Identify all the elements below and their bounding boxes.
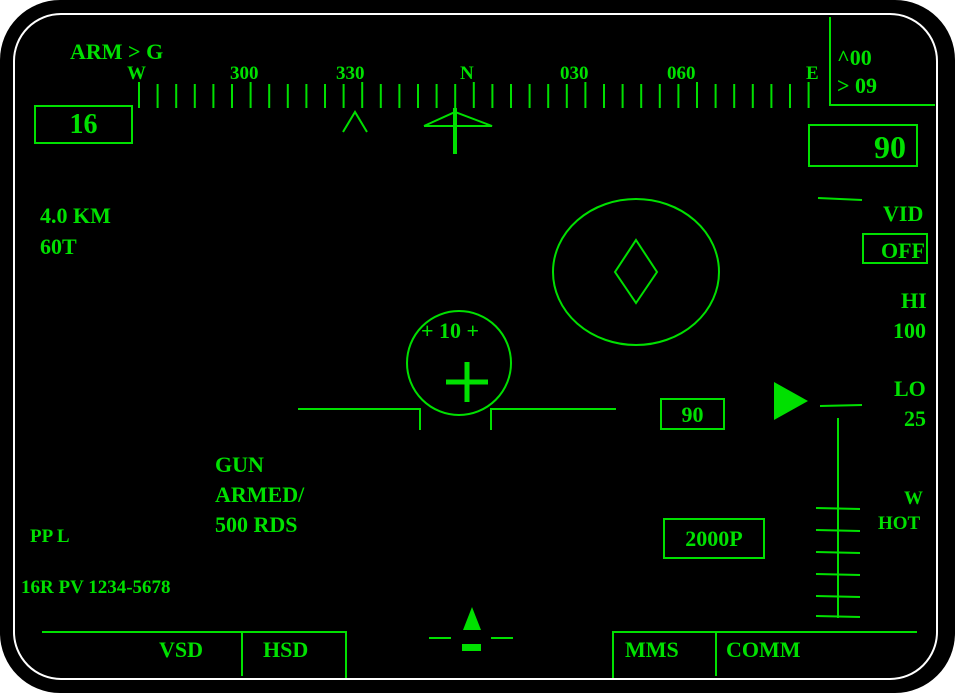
top-right-box bbox=[829, 17, 935, 106]
top-right-line1: ^00 bbox=[837, 45, 872, 70]
softkey-comm[interactable]: COMM bbox=[726, 637, 801, 662]
lo-pointer-triangle-icon bbox=[774, 382, 808, 420]
pp-label: PP L bbox=[30, 526, 70, 547]
left-softkey-frame bbox=[42, 631, 347, 678]
top-right-line2: > 09 bbox=[837, 73, 878, 98]
vid-label: VID bbox=[883, 201, 924, 226]
hi-value: 100 bbox=[893, 318, 926, 343]
target-circle bbox=[552, 198, 720, 346]
gun-reticle-circle bbox=[406, 310, 512, 416]
waypoint-caret bbox=[342, 110, 368, 133]
power-box: 2000P bbox=[663, 518, 765, 559]
hi-label: HI bbox=[901, 288, 927, 313]
target-diamond-icon bbox=[613, 238, 659, 305]
weapon-line1: GUN bbox=[215, 452, 264, 477]
reticle-label: + 10 + bbox=[421, 318, 480, 343]
lo-tick bbox=[819, 404, 863, 407]
horizon-line-left bbox=[298, 408, 421, 430]
heading-label: W bbox=[127, 63, 146, 84]
heading-marker bbox=[423, 108, 493, 154]
horizon-line-right bbox=[490, 408, 616, 430]
airspeed-box: 16 bbox=[34, 105, 133, 144]
w-label: W bbox=[904, 488, 923, 509]
ownship-symbol-icon bbox=[429, 607, 513, 651]
softkey-mms[interactable]: MMS bbox=[625, 637, 679, 662]
altitude-box: 90 bbox=[808, 124, 918, 167]
weapon-line2: ARMED/ bbox=[215, 482, 305, 507]
target-text: 60T bbox=[40, 234, 77, 259]
right-softkey-frame bbox=[612, 631, 917, 678]
softkey-hsd[interactable]: HSD bbox=[263, 637, 309, 662]
softkey-vsd[interactable]: VSD bbox=[159, 637, 204, 662]
airspeed-value: 16 bbox=[69, 109, 98, 140]
heading-label: N bbox=[460, 63, 474, 84]
center-value: 90 bbox=[681, 402, 704, 427]
heading-label: 330 bbox=[336, 63, 365, 84]
vid-toggle-button[interactable]: OFF bbox=[862, 233, 928, 264]
heading-label: 060 bbox=[667, 63, 696, 84]
altitude-value: 90 bbox=[874, 129, 906, 165]
vertical-ladder bbox=[815, 418, 861, 618]
center-value-box: 90 bbox=[660, 398, 725, 430]
heading-label: E bbox=[806, 63, 819, 84]
hot-label: HOT bbox=[878, 513, 921, 534]
vid-state: OFF bbox=[881, 238, 925, 263]
lo-label: LO bbox=[894, 376, 926, 401]
heading-tape-ticks bbox=[138, 82, 810, 108]
range-text: 4.0 KM bbox=[40, 203, 111, 228]
weapon-line3: 500 RDS bbox=[215, 512, 298, 537]
reticle-cross-icon bbox=[446, 362, 488, 402]
power-value: 2000P bbox=[685, 526, 743, 551]
heading-label: 030 bbox=[560, 63, 589, 84]
grid-ref: 16R PV 1234-5678 bbox=[21, 577, 171, 598]
altitude-tick bbox=[817, 197, 863, 201]
heading-label: 300 bbox=[230, 63, 259, 84]
arm-mode-label: ARM > G bbox=[70, 39, 164, 64]
lo-value: 25 bbox=[904, 406, 926, 431]
hud-symbology bbox=[42, 17, 935, 678]
hud-screen: ARM > G W 300 330 N 030 060 E ^00 > 09 16 90 4… bbox=[13, 13, 938, 680]
